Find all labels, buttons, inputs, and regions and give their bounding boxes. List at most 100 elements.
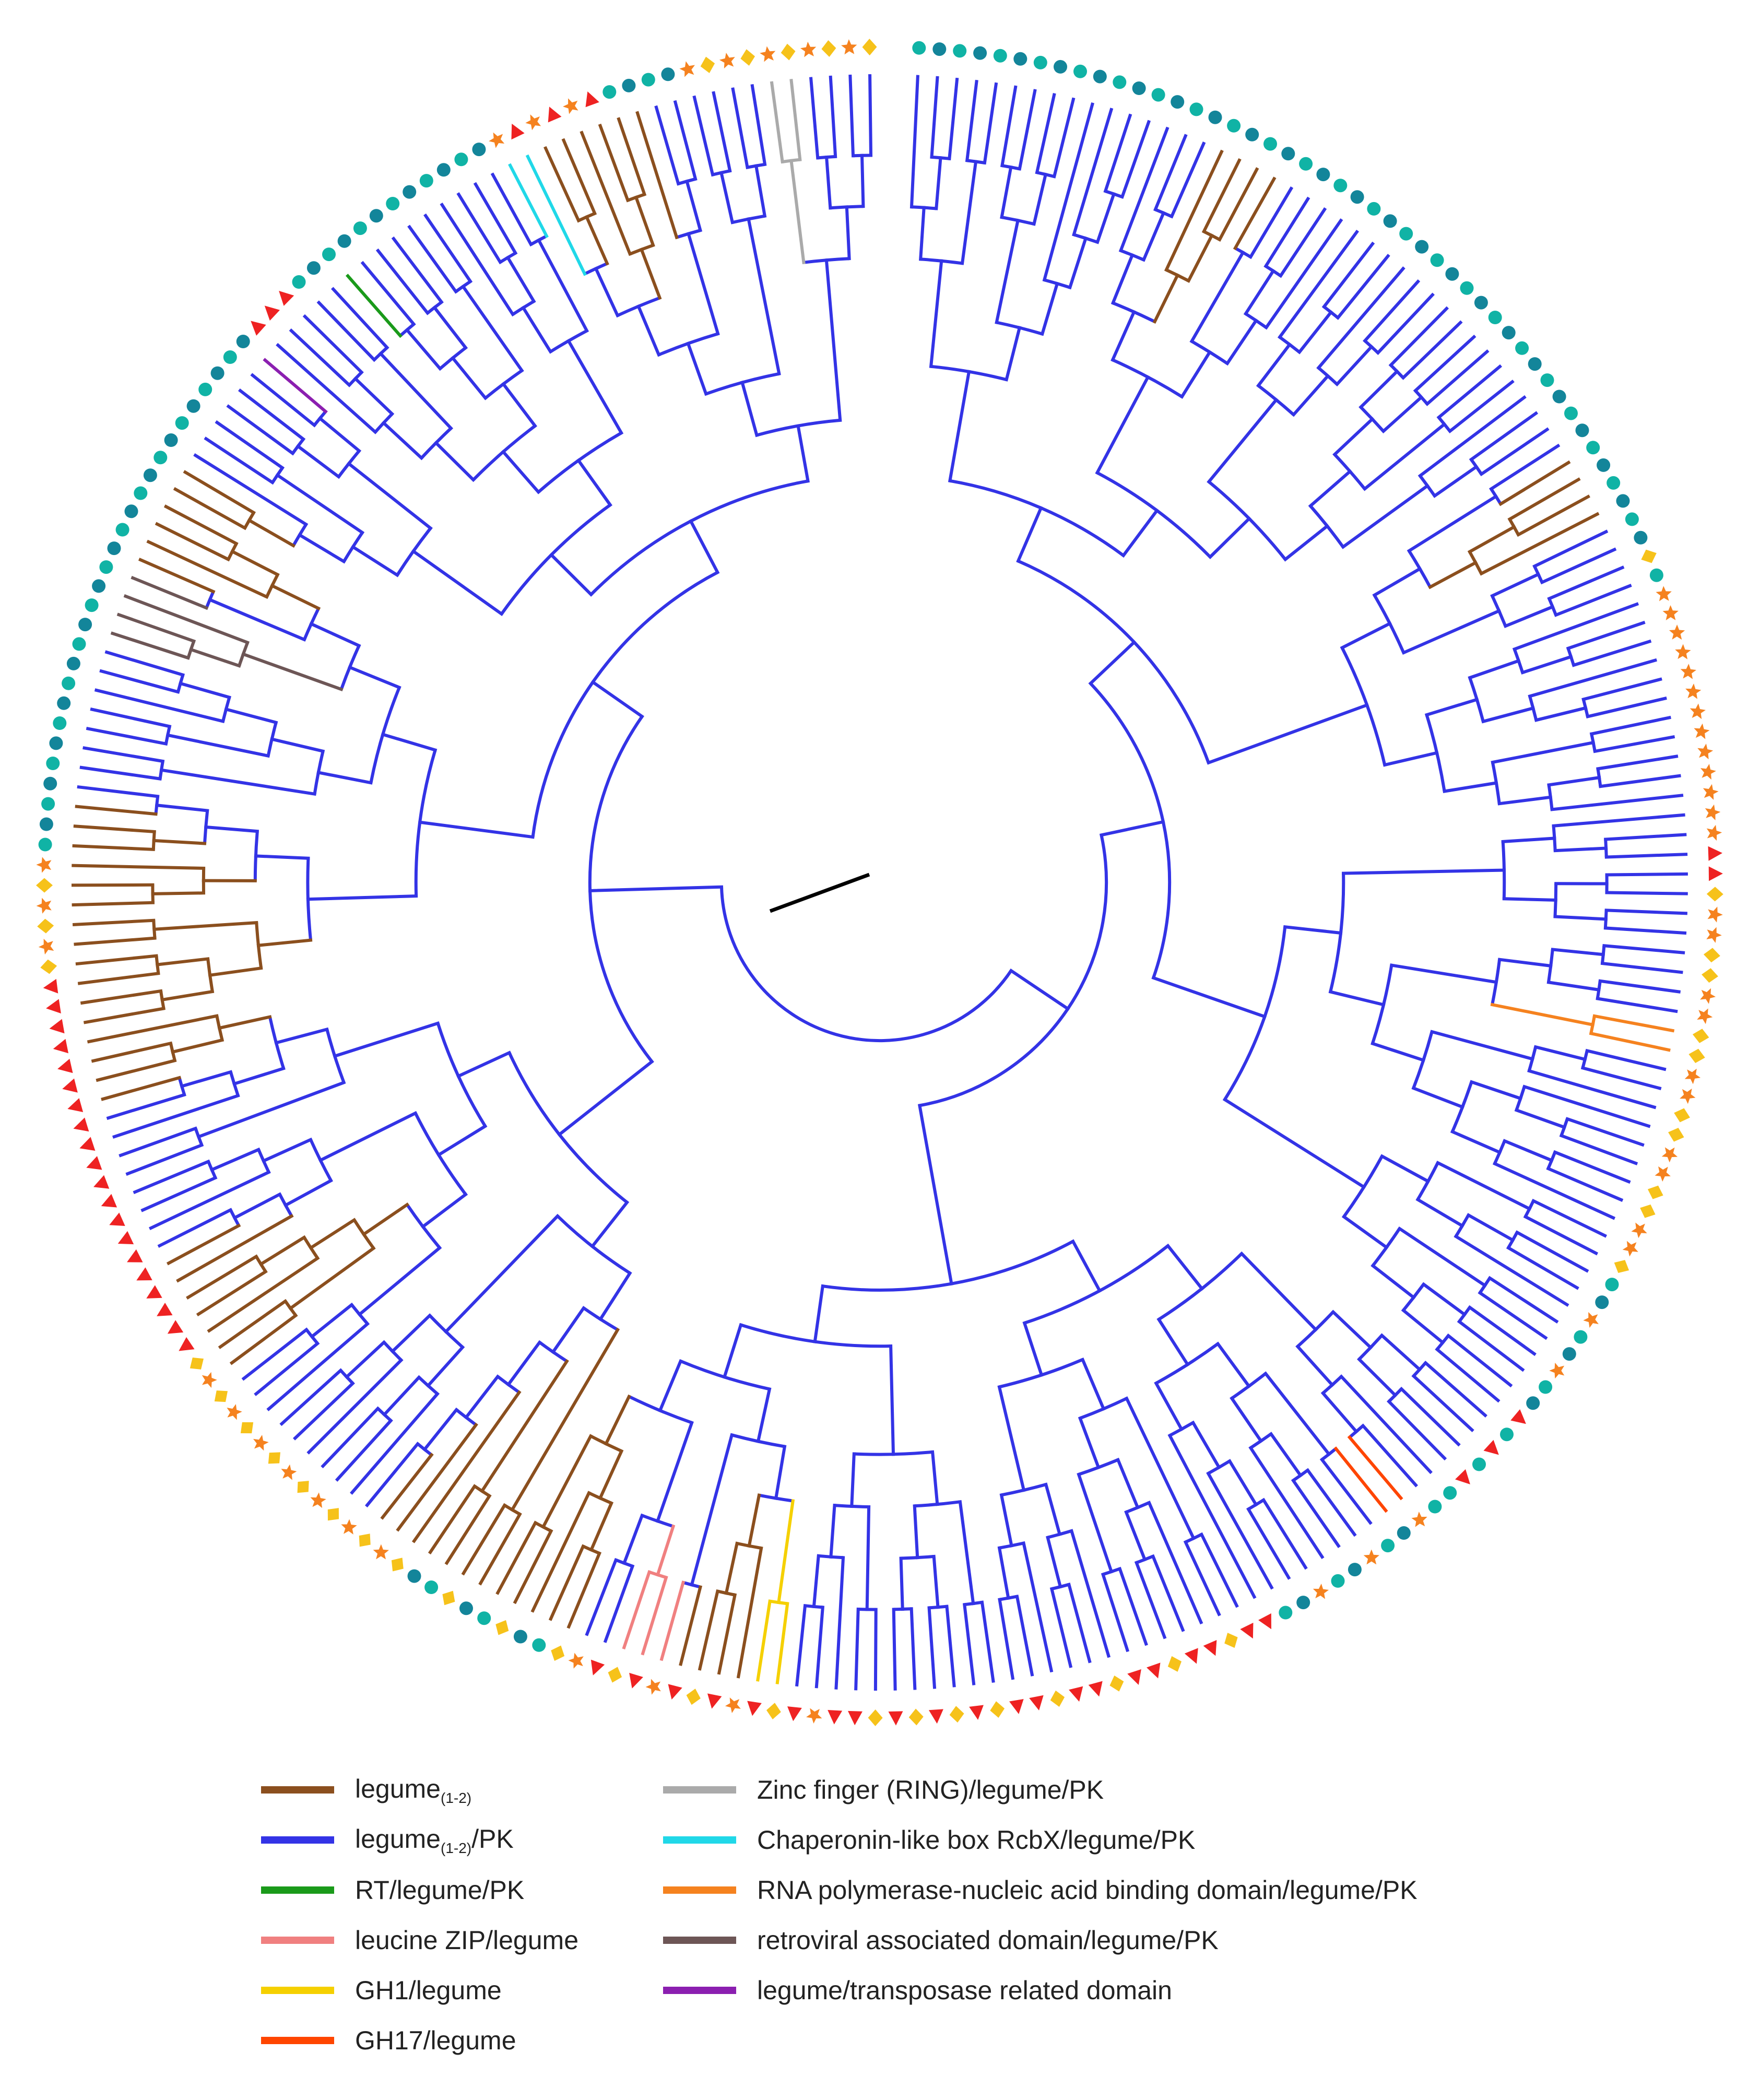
orange-star-marker [36,857,52,873]
gold-diamond-marker [1614,1260,1629,1273]
tip-branch [1532,529,1609,569]
internal-branch [1099,820,1165,837]
branch-arc [901,1555,934,1560]
internal-branch [283,1178,333,1208]
internal-branch [432,305,468,350]
legend-swatch [261,1786,334,1794]
tip-branch [1592,1014,1675,1033]
legend-label-name: Zinc finger (RING)/legume/PK [757,1775,1104,1804]
tip-branch [321,1406,380,1469]
tip-branch [679,1585,703,1666]
tip-branch [598,123,630,203]
red-triangle-marker [1483,1440,1499,1455]
tip-branch [814,1606,825,1689]
dark-teal-circle-marker [1208,110,1222,124]
teal-circle-marker [1331,1574,1345,1588]
internal-branch [456,1051,512,1079]
internal-branch [1497,958,1553,968]
tip-branch [927,1606,937,1689]
teal-circle-marker [1460,281,1474,295]
branch-arc [1596,768,1602,787]
internal-branch [1371,1263,1416,1300]
tip-branch [456,192,503,265]
internal-branch [1341,1214,1389,1250]
internal-branch [639,247,662,300]
red-triangle-marker [179,1337,195,1351]
internal-branch [1121,508,1160,558]
legend-item: Chaperonin-like box RcbX/legume/PK [663,1815,1418,1865]
tip-branch [1206,1471,1274,1590]
internal-branch [997,1385,1026,1492]
internal-branch [506,1340,542,1387]
branch-arc [155,955,160,974]
internal-branch [686,341,708,396]
gold-diamond-marker [1647,1185,1663,1199]
branch-arc [1208,480,1287,561]
legend-label: legume/transposase related domain [757,1975,1172,2005]
red-triangle-marker [1184,1648,1198,1664]
branch-arc [1470,458,1483,475]
internal-branch [1502,1139,1554,1163]
dark-teal-circle-marker [236,335,250,348]
tip-branch [254,1341,320,1396]
internal-branch [1154,1381,1184,1432]
tip-branch [123,594,250,645]
tip-branch [74,936,157,946]
branch-arc [1552,825,1557,851]
internal-branch [160,989,215,1002]
red-triangle-marker [928,1709,943,1724]
branch-arc [1191,340,1229,365]
gold-diamond-marker [949,1706,964,1723]
teal-circle-marker [1399,227,1413,241]
internal-branch [309,621,361,648]
internal-branch [622,1513,644,1565]
tip-branch [1376,292,1435,355]
branch-arc [436,1022,487,1127]
internal-branch [845,205,851,261]
orange-star-marker [563,98,578,114]
legend-label: legume(1-2) [355,1774,471,1807]
teal-circle-marker [1299,157,1313,171]
internal-branch [1320,1390,1359,1434]
internal-branch [1362,422,1447,491]
teal-circle-marker [134,486,148,500]
gold-diamond-marker [214,1390,228,1402]
tip-branch [1386,1399,1447,1461]
legend-item: legume/transposase related domain [663,1965,1418,2015]
tip-branch [909,75,919,209]
tip-branch [266,1322,370,1411]
internal-branch [1207,397,1279,484]
internal-branch [549,552,594,597]
tip-branch [635,111,679,240]
internal-branch [1141,210,1166,262]
branch-arc [919,834,1108,1107]
tip-branch [490,172,533,247]
internal-branch [1428,560,1478,589]
branch-arc [822,1240,1074,1292]
tip-branch [1134,1561,1167,1639]
legend-item: leucine ZIP/legume [261,1915,578,1965]
branch-arc [306,858,312,940]
legend-swatch [663,1987,736,1994]
branch-arc [507,1052,628,1204]
tip-branch [1599,774,1681,788]
tip-branch [1411,1374,1474,1433]
internal-branch [1124,1510,1147,1562]
legend-swatch [663,1937,736,1944]
teal-circle-marker [353,221,367,235]
branch-arc [342,532,364,562]
dark-teal-circle-marker [66,656,80,670]
internal-branch [913,1504,919,1560]
branch-arc [164,726,171,745]
dark-teal-circle-marker [124,504,138,518]
branch-arc [512,300,535,316]
legend-label-subscript: (1-2) [441,1789,472,1806]
tip-branch [1183,1540,1221,1617]
branch-arc [1223,926,1287,1101]
tip-branch [440,203,515,317]
internal-branch [1371,1041,1426,1063]
tip-branch [1604,909,1688,915]
dark-teal-circle-marker [39,817,53,831]
internal-branch [1415,1197,1464,1228]
gold-diamond-marker [1050,1690,1065,1707]
